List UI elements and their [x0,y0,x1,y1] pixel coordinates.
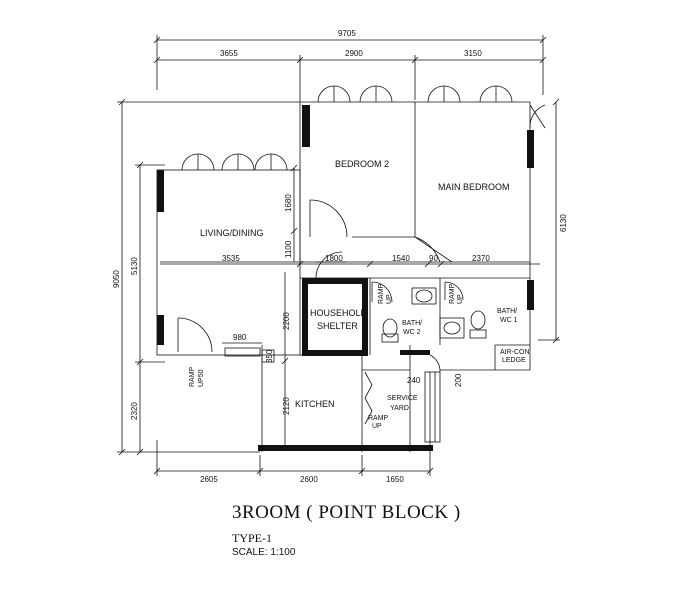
dim-top-right: 3150 [464,49,482,58]
label-aircon-1: AIR-CON [500,349,530,356]
plan-title: 3ROOM ( POINT BLOCK ) [232,502,461,523]
label-aircon-2: LEDGE [502,357,526,364]
dim-left-overall: 9050 [112,270,121,288]
label-ramp-living-1: RAMP [189,366,196,387]
partition-lines [156,100,531,452]
fixtures [381,287,487,343]
dim-3535: 3535 [222,254,240,263]
dim-bottom-left: 2605 [200,475,218,484]
label-ramp-bath2-2: UP [386,294,393,304]
dimension-lines [117,35,560,476]
dim-350: 350 [265,349,274,363]
label-service-yard-1: SERVICE [387,395,418,402]
label-ramp-kitchen-2: UP [372,423,382,430]
dim-200: 200 [454,373,463,387]
dim-left-lower: 2320 [130,402,139,420]
windows [181,85,546,171]
plan-scale: SCALE: 1:100 [232,547,296,558]
ramp-labels: RAMP UP50 RAMP UP RAMP UP RAMP UP [189,283,464,430]
dim-2370: 2370 [472,254,490,263]
label-ramp-living-2: UP50 [198,369,205,387]
label-living-dining: LIVING/DINING [200,228,264,238]
label-household-shelter-2: SHELTER [317,321,358,331]
label-bath-wc2-2: WC 2 [403,329,421,336]
thick-walls [157,105,534,451]
label-bath-wc2-1: BATH/ [402,320,422,327]
dim-90: 90 [429,254,438,263]
dim-left-upper: 5130 [130,257,139,275]
dim-2120: 2120 [282,397,291,415]
dim-right-overall: 6130 [559,214,568,232]
doors [177,199,464,425]
label-ramp-bath1-1: RAMP [449,283,456,304]
dim-2200: 2200 [282,312,291,330]
label-kitchen: KITCHEN [295,399,335,409]
label-ramp-bath2-1: RAMP [378,283,385,304]
room-labels: BEDROOM 2 MAIN BEDROOM LIVING/DINING HOU… [200,159,530,412]
label-service-yard-2: YARD [390,405,409,412]
dim-1800: 1800 [325,254,343,263]
dim-top-mid: 2900 [345,49,363,58]
label-ramp-bath1-2: UP [457,294,464,304]
label-main-bedroom: MAIN BEDROOM [438,182,510,192]
dim-1680: 1680 [284,194,293,212]
label-ramp-kitchen-1: RAMP [368,415,389,422]
plan-type: TYPE-1 [232,531,272,545]
dim-overall-width: 9705 [338,29,356,38]
dim-bottom-mid: 2600 [300,475,318,484]
dim-1100: 1100 [284,240,293,258]
dim-240: 240 [407,376,421,385]
dimension-labels: 9705 3655 2900 3150 2605 2600 1650 9050 … [112,29,568,484]
dim-980: 980 [233,333,247,342]
dim-top-left: 3655 [220,49,238,58]
floor-plan: BEDROOM 2 MAIN BEDROOM LIVING/DINING HOU… [112,29,568,484]
label-household-shelter-1: HOUSEHOLD [310,308,368,318]
dim-1540: 1540 [392,254,410,263]
label-bedroom-2: BEDROOM 2 [335,159,389,169]
dim-bottom-right: 1650 [386,475,404,484]
label-bath-wc1-1: BATH/ [497,308,517,315]
label-bath-wc1-2: WC 1 [500,317,518,324]
